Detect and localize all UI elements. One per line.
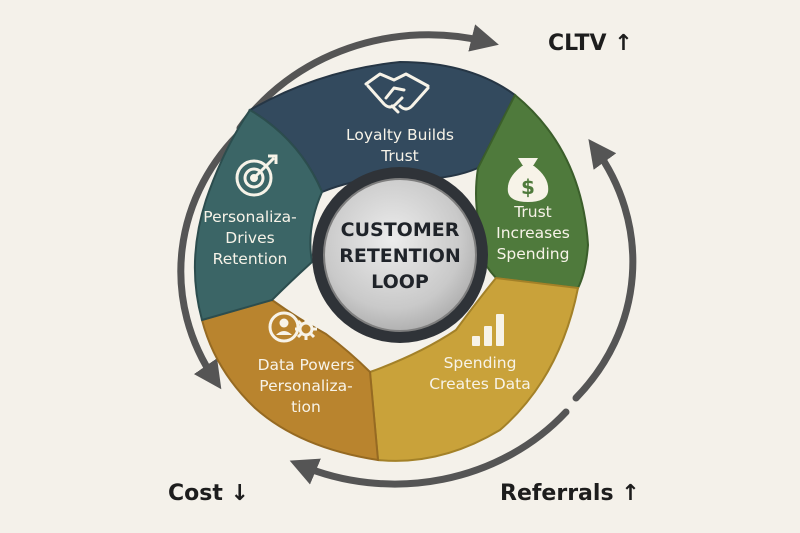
center-line-2: RETENTION: [339, 245, 461, 267]
cycle-arrows: [177, 24, 637, 488]
segment-spending: [368, 276, 580, 462]
label-data-line-3: tion: [291, 398, 321, 416]
target-icon: [235, 154, 278, 197]
label-data: Data Powers Personaliza- tion: [258, 356, 355, 416]
label-data-line-1: Data Powers: [258, 356, 355, 374]
money-bag-icon: $: [507, 158, 549, 202]
center-badge: CUSTOMER RETENTION LOOP: [312, 167, 488, 343]
label-loyalty: Loyalty Builds Trust: [346, 126, 454, 165]
label-trust: Trust Increases Spending: [496, 203, 570, 263]
label-spending: Spending Creates Data: [429, 354, 531, 393]
label-trust-line-2: Increases: [496, 224, 570, 242]
arrow-bottom: [289, 408, 570, 488]
person-gear-icon: [268, 311, 317, 343]
metric-referrals: Referrals ↑: [500, 481, 640, 506]
center-disc: [323, 178, 477, 332]
label-trust-line-3: Spending: [497, 245, 570, 263]
arrow-top-left: [236, 24, 499, 132]
center-line-1: CUSTOMER: [341, 219, 460, 241]
label-personalization-line-3: Retention: [213, 250, 288, 268]
label-personalization-line-2: Drives: [225, 229, 274, 247]
label-loyalty-line-2: Trust: [380, 147, 419, 165]
loop-segments: [193, 60, 590, 462]
label-loyalty-line-1: Loyalty Builds: [346, 126, 454, 144]
handshake-icon: [364, 72, 430, 114]
label-spending-line-1: Spending: [444, 354, 517, 372]
svg-text:$: $: [521, 175, 535, 199]
bar-chart-icon: [472, 314, 504, 346]
label-trust-line-1: Trust: [513, 203, 552, 221]
metric-cltv: CLTV ↑: [548, 31, 633, 56]
label-spending-line-2: Creates Data: [429, 375, 531, 393]
label-personalization: Personaliza- Drives Retention: [203, 208, 296, 268]
label-personalization-line-1: Personaliza-: [203, 208, 296, 226]
metric-cost: Cost ↓: [168, 481, 249, 506]
label-data-line-2: Personaliza-: [259, 377, 352, 395]
segment-data: [200, 298, 380, 462]
center-line-3: LOOP: [371, 271, 429, 293]
arrow-right: [572, 138, 637, 402]
arrow-left: [177, 124, 249, 390]
segment-personalization: [193, 108, 324, 322]
